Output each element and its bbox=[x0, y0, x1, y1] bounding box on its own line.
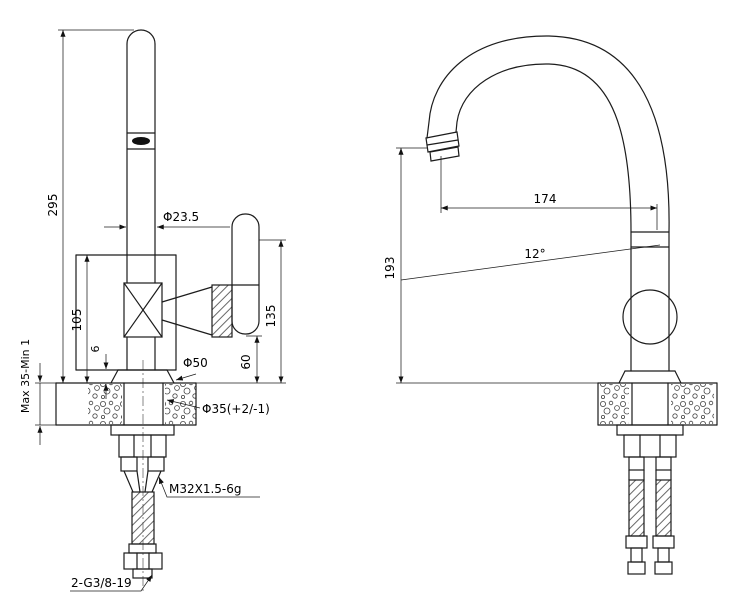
hose-fitting-collar bbox=[128, 543, 157, 554]
spout-riser bbox=[126, 29, 156, 256]
front-view: 295 105 6 Max 35-Min 1 Φ23.5 bbox=[19, 29, 286, 592]
dim-label-shank-thread: M32X1.5-6g bbox=[169, 482, 242, 496]
dim-spout-angle: 12° bbox=[400, 244, 661, 281]
dim-handle-bottom-height: 60 bbox=[239, 335, 262, 383]
dim-label-flange-height: 6 bbox=[89, 346, 102, 353]
handle-joint bbox=[211, 284, 233, 338]
dim-label-handle-top-height: 135 bbox=[264, 305, 278, 328]
braided-hose-left bbox=[628, 479, 645, 537]
dim-label-spout-reach: 174 bbox=[534, 192, 557, 206]
handle-knob bbox=[622, 289, 678, 345]
mounting-hardware-side bbox=[616, 424, 684, 575]
dim-label-deck-thickness: Max 35-Min 1 bbox=[19, 339, 32, 413]
dim-label-body-height: 105 bbox=[70, 309, 84, 332]
dim-spout-reach: 174 bbox=[440, 156, 658, 230]
dim-label-overall-height: 295 bbox=[46, 194, 60, 217]
dim-flange-height: 6 bbox=[89, 346, 118, 399]
dim-label-spout-angle: 12° bbox=[524, 247, 545, 261]
dim-deck-thickness: Max 35-Min 1 bbox=[19, 339, 56, 445]
washer bbox=[110, 424, 175, 436]
countertop-section bbox=[55, 382, 197, 426]
base-flange bbox=[110, 369, 175, 384]
handle-assembly bbox=[161, 213, 260, 338]
gooseneck-spout bbox=[426, 35, 670, 233]
dim-base-diameter: Φ50 bbox=[175, 356, 208, 381]
dim-label-base-diameter: Φ50 bbox=[183, 356, 208, 370]
dim-label-spout-diameter: Φ23.5 bbox=[163, 210, 199, 224]
hose-connector-right bbox=[147, 456, 165, 472]
spout-nozzle bbox=[425, 131, 460, 162]
hose-fitting-tail bbox=[132, 568, 153, 579]
side-body bbox=[618, 231, 682, 384]
aerator-mark bbox=[132, 137, 150, 145]
dim-spout-diameter: Φ23.5 bbox=[104, 210, 230, 230]
mounting-nut-side bbox=[623, 434, 677, 458]
dim-label-handle-bottom-height: 60 bbox=[239, 354, 253, 369]
dim-hole-diameter: Φ35(+2/-1) bbox=[166, 399, 270, 416]
washer-side bbox=[616, 424, 684, 436]
dim-overall-height: 295 bbox=[46, 29, 134, 383]
dim-body-height: 105 bbox=[70, 254, 90, 383]
dim-shank-thread: M32X1.5-6g bbox=[158, 476, 260, 498]
countertop-section-side bbox=[597, 382, 718, 426]
dim-label-hole-diameter: Φ35(+2/-1) bbox=[202, 402, 270, 416]
braided-hose bbox=[131, 491, 155, 545]
mounting-nut bbox=[118, 434, 167, 458]
side-view: 174 193 12° bbox=[383, 35, 718, 575]
hose-connector-left bbox=[120, 456, 138, 472]
handle-lever bbox=[231, 213, 260, 335]
dim-handle-top-height: 135 bbox=[196, 239, 286, 384]
dim-label-hose-thread: 2-G3/8-19 bbox=[71, 576, 132, 590]
braided-hose-right bbox=[655, 479, 672, 537]
dim-spout-height: 193 bbox=[383, 147, 598, 384]
dim-hose-thread: 2-G3/8-19 bbox=[70, 574, 153, 592]
mounting-hardware bbox=[110, 424, 175, 579]
dim-label-spout-height: 193 bbox=[383, 257, 397, 280]
